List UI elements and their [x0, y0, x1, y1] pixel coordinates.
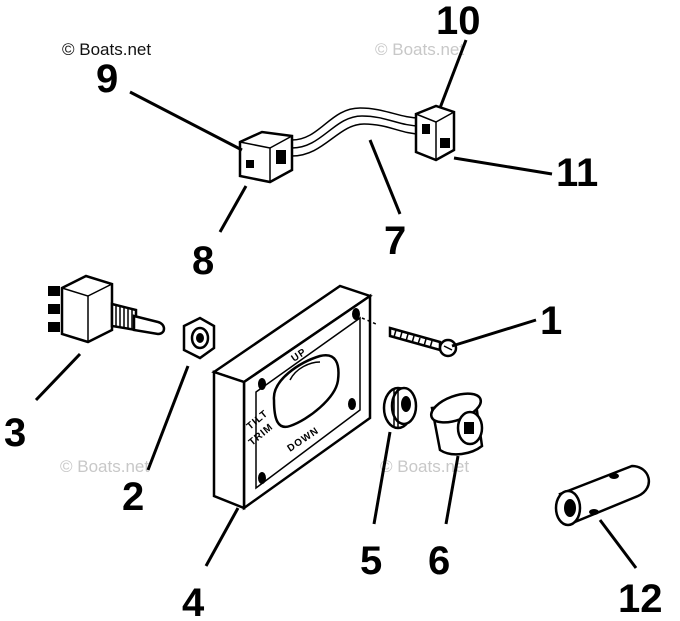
callout-6: 6 — [428, 539, 450, 583]
wiring-harness — [238, 104, 456, 184]
right-connector — [414, 104, 456, 162]
leader-1 — [451, 318, 537, 348]
leader-9 — [129, 90, 243, 152]
callout-1: 1 — [540, 299, 562, 343]
leader-3 — [34, 352, 82, 402]
callout-8: 8 — [192, 239, 214, 283]
leader-4 — [204, 507, 240, 567]
callout-2: 2 — [122, 475, 144, 519]
callout-11: 11 — [556, 151, 598, 195]
callout-3: 3 — [4, 411, 26, 455]
callout-7: 7 — [384, 219, 406, 263]
screw — [361, 317, 458, 358]
grommet — [382, 386, 418, 430]
left-connector — [238, 130, 294, 184]
sleeve — [554, 464, 651, 527]
callout-5: 5 — [360, 539, 382, 583]
watermark-bottom-left: © Boats.net — [60, 457, 149, 476]
leader-7 — [368, 139, 402, 215]
knob — [429, 392, 484, 456]
leader-lines — [34, 39, 638, 569]
toggle-switch — [48, 274, 166, 344]
callout-10: 10 — [436, 0, 481, 43]
leader-5 — [372, 431, 392, 525]
leader-2 — [146, 365, 190, 471]
leader-6 — [444, 455, 460, 525]
callout-9: 9 — [96, 57, 118, 101]
watermark-top-right: © Boats.net — [375, 40, 464, 59]
callout-4: 4 — [182, 581, 205, 621]
callout-12: 12 — [618, 577, 663, 621]
leader-11 — [453, 156, 553, 176]
leader-12 — [598, 519, 638, 569]
hex-nut — [182, 316, 216, 360]
leader-8 — [218, 185, 248, 233]
mounting-plate: UP DOWN TILT TRIM — [211, 284, 373, 511]
watermark-bottom-right: © Boats.net — [380, 457, 469, 476]
watermark-top-left: © Boats.net — [62, 40, 151, 59]
leader-10 — [438, 39, 468, 109]
